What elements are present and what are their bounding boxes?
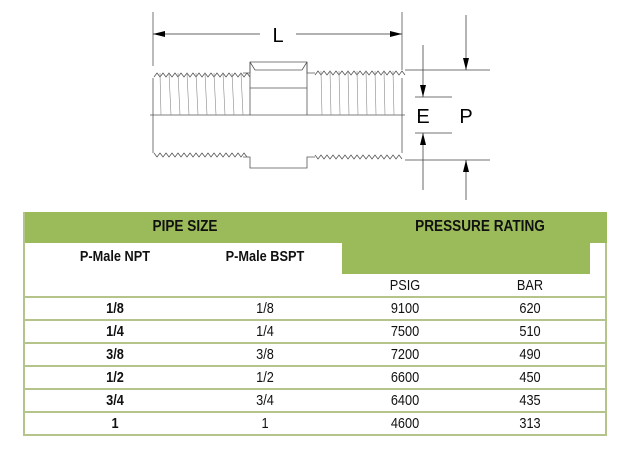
row-divider [25, 319, 607, 321]
npt-cell: 1 [111, 415, 119, 432]
bar-cell: 435 [519, 392, 541, 409]
bspt-cell: 3/8 [256, 346, 274, 363]
row-divider [25, 365, 607, 367]
length-label: L [272, 25, 283, 47]
bar-cell: 313 [519, 415, 541, 432]
bar-cell: 450 [519, 369, 541, 386]
psig-cell: 7500 [390, 323, 420, 340]
psig-cell: 6400 [390, 392, 420, 409]
hex-nipple-drawing: L E P [150, 12, 490, 200]
bspt-cell: 1/2 [256, 369, 274, 386]
npt-cell: 1/2 [106, 369, 124, 386]
pressure-rating-table: PIPE SIZE PRESSURE RATING P-Male NPT P-M… [23, 212, 607, 436]
psig-cell: 6600 [390, 369, 420, 386]
bspt-cell: 1/4 [256, 323, 274, 340]
bar-cell: 510 [519, 323, 541, 340]
psig-cell: 9100 [390, 300, 420, 317]
pipe-size-header: PIPE SIZE [152, 218, 218, 235]
psig-column-header: PSIG [389, 277, 421, 294]
psig-cell: 4600 [390, 415, 420, 432]
row-divider [25, 411, 607, 413]
bspt-cell: 3/4 [256, 392, 274, 409]
npt-cell: 3/4 [106, 392, 124, 409]
bspt-cell: 1 [261, 415, 269, 432]
bar-cell: 490 [519, 346, 541, 363]
row-divider [25, 342, 607, 344]
group-header-bar [25, 212, 607, 243]
psig-cell: 7200 [390, 346, 420, 363]
end-diameter-label: E [416, 106, 429, 128]
bspt-cell: 1/8 [256, 300, 274, 317]
bar-cell: 620 [519, 300, 541, 317]
pressure-subheader-bar [342, 243, 590, 274]
npt-column-header: P-Male NPT [79, 248, 151, 265]
pipe-diameter-label: P [459, 106, 472, 128]
npt-cell: 3/8 [106, 346, 124, 363]
row-divider [25, 388, 607, 390]
row-divider [25, 296, 607, 298]
bar-column-header: BAR [516, 277, 544, 294]
npt-cell: 1/4 [106, 323, 124, 340]
bspt-column-header: P-Male BSPT [225, 248, 305, 265]
npt-cell: 1/8 [106, 300, 124, 317]
pressure-rating-header: PRESSURE RATING [415, 218, 545, 235]
